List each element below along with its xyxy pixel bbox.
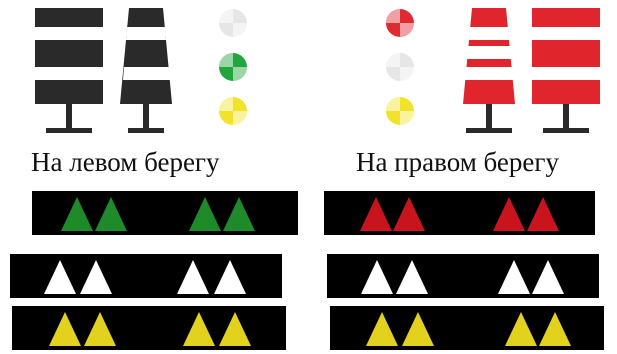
- triangle: [177, 260, 209, 294]
- triangle: [223, 197, 255, 231]
- panel-left-white: [10, 254, 282, 298]
- triangle: [214, 260, 246, 294]
- triangle: [539, 312, 571, 346]
- panel-right-white: [327, 254, 599, 298]
- triangle: [44, 260, 76, 294]
- triangle: [527, 197, 559, 231]
- triangle: [95, 197, 127, 231]
- triangle: [49, 312, 81, 346]
- triangle: [493, 197, 525, 231]
- right-lights: [386, 9, 414, 125]
- right-bank-caption: На правом берегу: [356, 147, 559, 177]
- left-light-yellow: [219, 97, 247, 125]
- left-trapezoid-shield: [120, 8, 172, 133]
- triangle: [402, 312, 434, 346]
- triangle: [360, 197, 392, 231]
- triangle: [498, 260, 530, 294]
- left-light-white: [219, 9, 247, 37]
- triangle: [393, 197, 425, 231]
- triangle: [396, 260, 428, 294]
- right-bank-sign: [386, 8, 600, 133]
- panel-left-yellow: [12, 306, 286, 350]
- panels-right-bank: [324, 191, 604, 350]
- right-light-white: [386, 53, 414, 81]
- panel-right-yellow: [330, 306, 604, 350]
- left-light-green: [219, 53, 247, 81]
- triangle: [84, 312, 116, 346]
- panel-right-red: [324, 191, 595, 235]
- right-trapezoid-shield: [463, 8, 515, 133]
- right-light-yellow: [386, 97, 414, 125]
- panel-left-green: [32, 191, 298, 235]
- triangle: [505, 312, 537, 346]
- left-bank-sign: [35, 8, 247, 133]
- triangle: [183, 312, 215, 346]
- panels-left-bank: [10, 191, 298, 350]
- left-bank-caption: На левом берегу: [31, 147, 220, 177]
- right-light-red: [386, 9, 414, 37]
- left-rect-shield: [35, 8, 103, 133]
- triangle: [366, 312, 398, 346]
- right-rect-shield: [532, 8, 600, 133]
- triangle: [219, 312, 251, 346]
- triangle: [189, 197, 221, 231]
- triangle: [61, 197, 93, 231]
- triangle: [80, 260, 112, 294]
- left-lights: [219, 9, 247, 125]
- triangle: [532, 260, 564, 294]
- triangle: [361, 260, 393, 294]
